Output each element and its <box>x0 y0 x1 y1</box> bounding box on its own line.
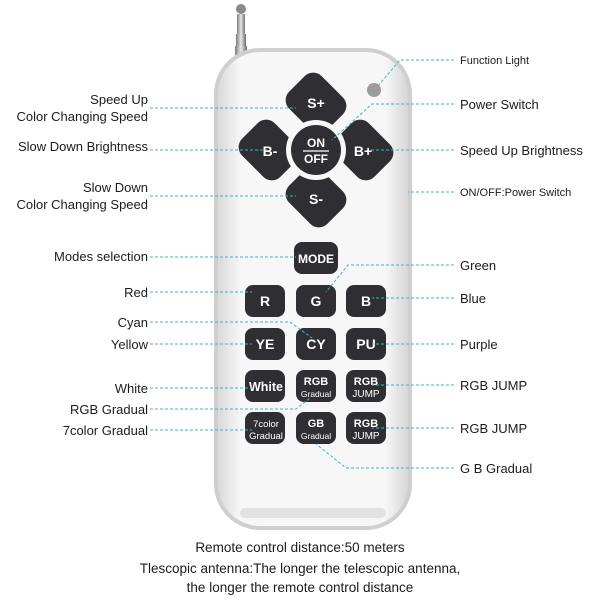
rgb-jump-b-key-label-1: RGB <box>354 418 379 430</box>
label-onoff: ON/OFF:Power Switch <box>460 187 571 199</box>
rgb-jump-a-key-label-2: JUMP <box>352 389 380 400</box>
label-white: White <box>115 381 148 396</box>
rgb-jump-button-b[interactable] <box>346 412 386 444</box>
rgb-gradual-button[interactable] <box>296 370 336 402</box>
label-modes: Modes selection <box>54 249 148 264</box>
green-key-label: G <box>311 293 322 309</box>
white-button[interactable] <box>245 370 285 402</box>
label-rgb-jump-1: RGB JUMP <box>460 378 527 393</box>
purple-button[interactable] <box>346 328 386 360</box>
brightness-down-key-label: B- <box>263 143 278 159</box>
cyan-button[interactable] <box>296 328 336 360</box>
label-rgb-jump-2: RGB JUMP <box>460 421 527 436</box>
rgb-jump-a-key-label-1: RGB <box>354 376 379 388</box>
speed-up-key-label: S+ <box>307 95 325 111</box>
blue-key-label: B <box>361 293 371 309</box>
yellow-button[interactable] <box>245 328 285 360</box>
label-power-switch: Power Switch <box>460 97 539 112</box>
7color-gradual-button[interactable] <box>245 412 285 444</box>
mode-button[interactable] <box>294 242 338 274</box>
rgb-gradual-key-label-1: RGB <box>304 376 329 388</box>
brightness-up-button[interactable] <box>328 115 399 186</box>
rgb-jump-b-key-label-2: JUMP <box>352 431 380 442</box>
cyan-key-label: CY <box>306 336 326 352</box>
label-green: Green <box>460 258 496 273</box>
footer-antenna-1: Tlescopic antenna:The longer the telesco… <box>139 561 461 576</box>
off-key-label: OFF <box>304 152 328 166</box>
label-speed-up-2: Color Changing Speed <box>16 109 148 124</box>
dpad <box>234 68 399 233</box>
slow-down-button[interactable] <box>281 162 352 233</box>
label-purple: Purple <box>460 337 498 352</box>
label-7color: 7color Gradual <box>63 423 148 438</box>
label-rgb-gradual: RGB Gradual <box>70 402 148 417</box>
label-speed-brightness: Speed Up Brightness <box>460 143 583 158</box>
yellow-key-label: YE <box>256 336 275 352</box>
label-blue: Blue <box>460 291 486 306</box>
green-button[interactable] <box>296 285 336 317</box>
power-button[interactable] <box>291 125 341 175</box>
gb-key-label-1: GB <box>308 418 325 430</box>
rgb-jump-button-a[interactable] <box>346 370 386 402</box>
leader-lines <box>150 59 454 469</box>
label-gb-gradual: G B Gradual <box>460 461 532 476</box>
white-key-label: White <box>249 380 283 394</box>
label-slow-down-1: Slow Down <box>83 180 148 195</box>
function-light-icon <box>367 83 381 97</box>
brightness-down-button[interactable] <box>234 115 305 186</box>
slow-down-key-label: S- <box>309 191 323 207</box>
label-cyan: Cyan <box>118 315 148 330</box>
rgb-gradual-key-label-2: Gradual <box>301 389 331 399</box>
footer-antenna-2: the longer the remote control distance <box>186 580 414 595</box>
7color-key-label-2: Gradual <box>249 431 283 442</box>
speed-up-button[interactable] <box>281 68 352 139</box>
on-key-label: ON <box>307 136 325 150</box>
label-speed-up-1: Speed Up <box>90 92 148 107</box>
brightness-up-key-label: B+ <box>354 143 372 159</box>
red-button[interactable] <box>245 285 285 317</box>
red-key-label: R <box>260 293 270 309</box>
7color-key-label-1: 7color <box>253 419 279 430</box>
label-function-light: Function Light <box>460 55 529 67</box>
gb-key-label-2: Gradual <box>301 431 331 441</box>
label-yellow: Yellow <box>111 337 149 352</box>
mode-key-label: MODE <box>298 252 334 266</box>
purple-key-label: PU <box>356 336 375 352</box>
label-slow-brightness: Slow Down Brightness <box>18 139 149 154</box>
label-slow-down-2: Color Changing Speed <box>16 197 148 212</box>
blue-button[interactable] <box>346 285 386 317</box>
footer-distance: Remote control distance:50 meters <box>195 540 405 555</box>
gb-gradual-button[interactable] <box>296 412 336 444</box>
label-red: Red <box>124 285 148 300</box>
